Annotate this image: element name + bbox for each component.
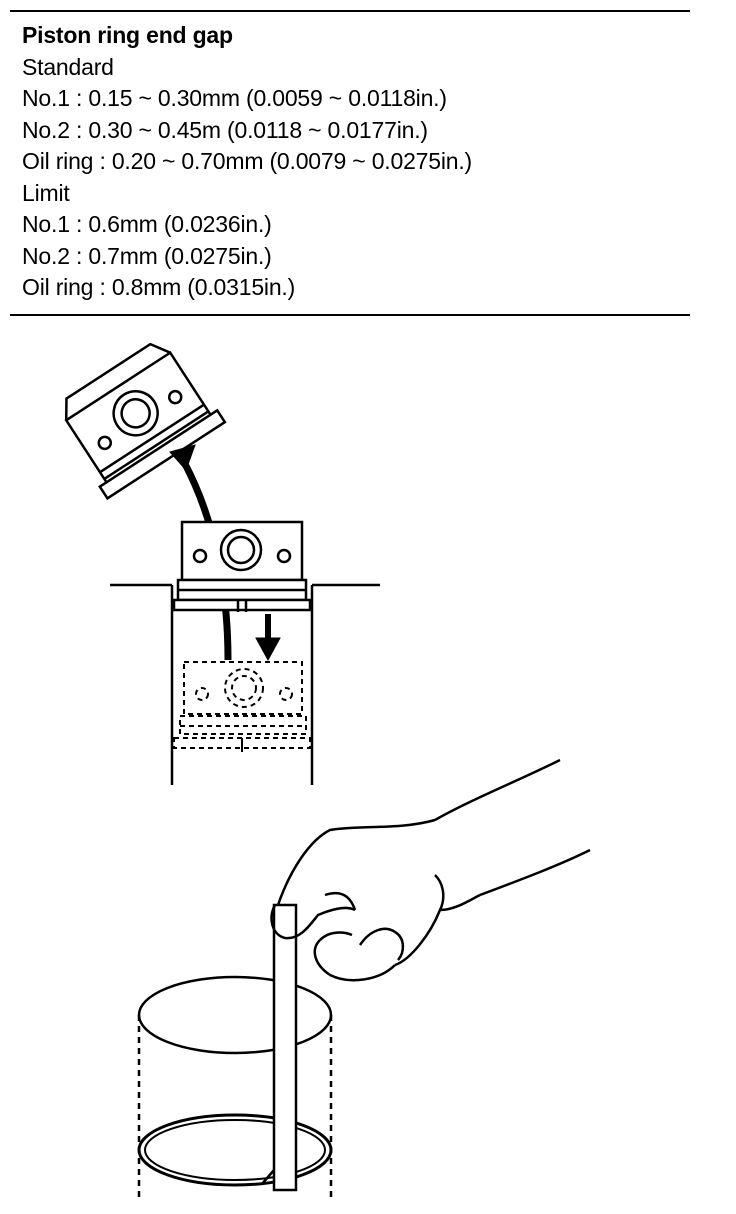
limit-no2: No.2 : 0.7mm (0.0275in.) <box>22 242 272 269</box>
piston-ring <box>137 1113 333 1187</box>
piston-ring-figure <box>64 342 380 785</box>
arm-lower <box>479 848 591 897</box>
spec-title: Piston ring end gap <box>22 22 233 48</box>
finger-1 <box>329 964 396 982</box>
ring-gap-illustration <box>64 342 591 1200</box>
arm-upper <box>434 758 561 822</box>
thumb <box>270 904 356 940</box>
feeler-gauge <box>272 903 298 1192</box>
feeler-gauge-figure <box>137 758 591 1200</box>
hand-top <box>276 818 436 906</box>
limit-heading: Limit <box>22 179 70 206</box>
cylinder-top <box>137 975 333 1055</box>
down-arrow-head <box>255 637 281 662</box>
limit-oil-ring: Oil ring : 0.8mm (0.0315in.) <box>22 274 296 300</box>
tilted-piston <box>64 342 227 501</box>
standard-no1: No.1 : 0.15 ~ 0.30mm (0.0059 ~ 0.0118in.… <box>22 85 447 111</box>
spec-block: Piston ring end gap Standard No.1 : 0.15… <box>22 20 682 304</box>
standard-heading: Standard <box>22 53 114 80</box>
top-rule <box>10 10 690 12</box>
standard-oil-ring: Oil ring : 0.20 ~ 0.70mm (0.0079 ~ 0.027… <box>22 148 472 174</box>
bottom-rule <box>10 314 690 316</box>
curved-arrow-head <box>169 444 196 471</box>
limit-no1: No.1 : 0.6mm (0.0236in.) <box>22 211 272 237</box>
finger-2 <box>358 927 396 946</box>
standard-no2: No.2 : 0.30 ~ 0.45m (0.0118 ~ 0.0177in.) <box>22 116 428 143</box>
